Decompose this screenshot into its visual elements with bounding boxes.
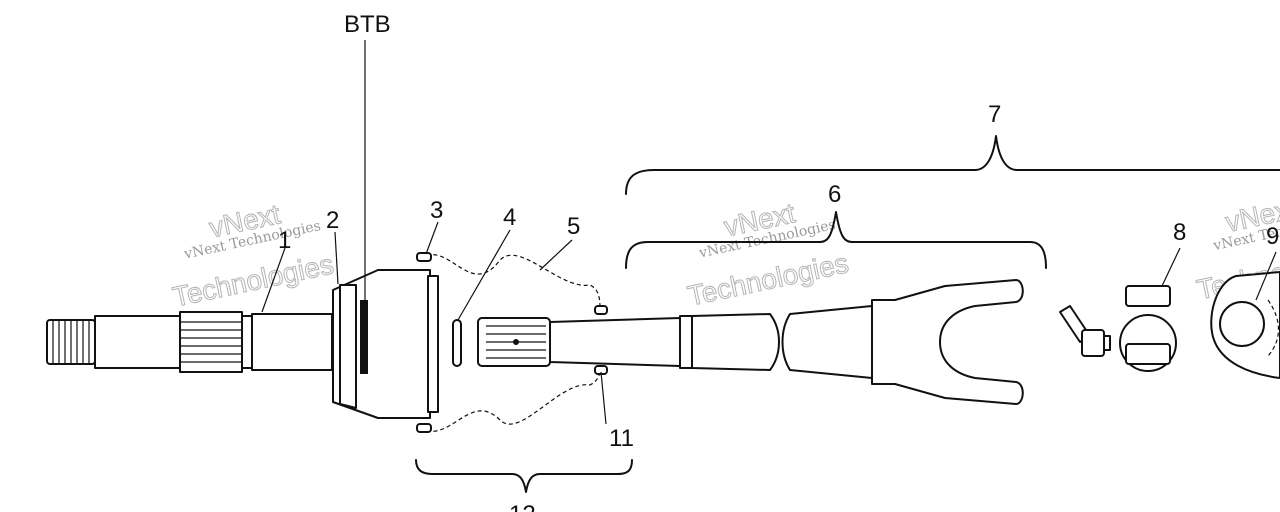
brace-12: [415, 459, 633, 493]
grease-fitting-part: [1059, 305, 1111, 357]
callout-11: 11: [609, 425, 634, 452]
callout-5: 5: [567, 213, 580, 240]
brace-7: [625, 135, 1280, 195]
callout-3: 3: [430, 197, 443, 224]
callout-btb: BTB: [344, 11, 391, 38]
clamp-top-left: [416, 252, 432, 262]
watermark-group-mid: vNext vNext Technologies Technologies: [684, 197, 851, 312]
callout-2: 2: [326, 207, 339, 234]
stub-shaft-part: [46, 311, 333, 373]
callout-7: 7: [988, 101, 1001, 128]
leader-lines: [261, 40, 1277, 425]
yoke-part: [871, 279, 1024, 405]
brace-6: [625, 211, 1047, 269]
callout-6: 6: [828, 181, 841, 208]
snap-ring-part: [452, 319, 462, 367]
clamp-top-right: [594, 305, 608, 315]
clamp-bottom-left: [416, 423, 432, 433]
cv-joint-housing-part: [332, 269, 439, 419]
callout-12: 12: [509, 501, 536, 512]
callout-8: 8: [1173, 219, 1186, 246]
callout-1: 1: [278, 227, 291, 254]
callout-9: 9: [1266, 223, 1279, 250]
universal-joint-part: [1119, 285, 1177, 372]
boot-dashed-outline: [416, 252, 608, 433]
outer-yoke-part: [1210, 271, 1280, 379]
callout-4: 4: [503, 204, 516, 231]
inner-shaft-part: [477, 305, 873, 379]
watermark-group-left: vNext vNext Technologies Technologies: [169, 198, 336, 313]
